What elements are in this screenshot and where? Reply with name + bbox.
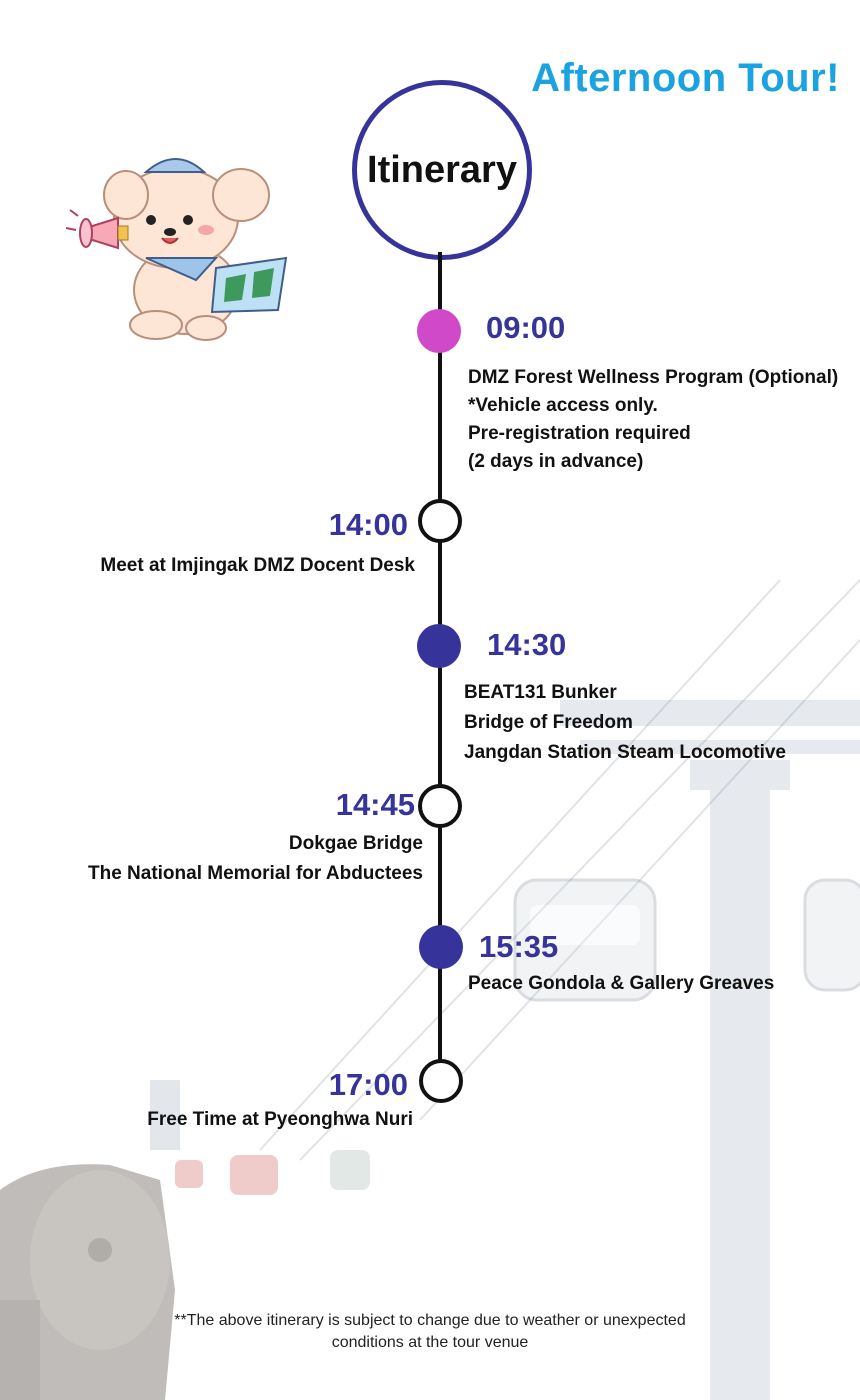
stop-1700-description: Free Time at Pyeonghwa Nuri	[147, 1106, 413, 1134]
time-1445: 14:45	[335, 787, 415, 822]
stop-0900-line-3: Pre-registration required	[468, 423, 691, 444]
footnote-line-1: **The above itinerary is subject to chan…	[174, 1312, 686, 1329]
stop-1445-line-1: Dokgae Bridge	[288, 833, 423, 854]
timeline-marker-1445	[418, 784, 462, 828]
time-0900: 09:00	[486, 310, 566, 345]
timeline-marker-1700	[419, 1059, 463, 1103]
stop-0900-description: DMZ Forest Wellness Program (Optional) *…	[468, 364, 838, 476]
page-title: Afternoon Tour!	[531, 56, 840, 100]
stop-0900-line-1: DMZ Forest Wellness Program (Optional)	[468, 367, 839, 388]
stop-1430-line-3: Jangdan Station Steam Locomotive	[464, 742, 786, 763]
time-1430: 14:30	[487, 627, 567, 662]
stop-1445-description: Dokgae Bridge The National Memorial for …	[88, 829, 423, 889]
stop-1430-description: BEAT131 Bunker Bridge of Freedom Jangdan…	[464, 678, 786, 768]
itinerary-heading-circle: Itinerary	[352, 80, 532, 260]
timeline-marker-1430	[417, 624, 461, 668]
dog-mascot-icon	[66, 158, 288, 341]
itinerary-heading: Itinerary	[367, 148, 517, 191]
stop-1400-line-1: Meet at Imjingak DMZ Docent Desk	[100, 555, 415, 576]
timeline-marker-0900	[417, 309, 461, 353]
footnote: **The above itinerary is subject to chan…	[130, 1310, 730, 1354]
time-1700: 17:00	[328, 1067, 408, 1102]
footnote-line-2: conditions at the tour venue	[331, 1334, 529, 1351]
time-1400: 14:00	[328, 507, 408, 542]
stop-0900-line-4: (2 days in advance)	[468, 451, 644, 472]
stop-0900-line-2: *Vehicle access only.	[468, 395, 658, 416]
stop-1445-line-2: The National Memorial for Abductees	[87, 863, 423, 884]
stop-1535-description: Peace Gondola & Gallery Greaves	[468, 970, 774, 998]
stop-1400-description: Meet at Imjingak DMZ Docent Desk	[100, 552, 415, 580]
stop-1430-line-2: Bridge of Freedom	[464, 712, 633, 733]
stop-1430-line-1: BEAT131 Bunker	[464, 682, 617, 703]
stop-1700-line-1: Free Time at Pyeonghwa Nuri	[147, 1109, 413, 1130]
timeline-line	[438, 252, 442, 1088]
stop-1535-line-1: Peace Gondola & Gallery Greaves	[468, 973, 775, 994]
timeline-marker-1535	[419, 925, 463, 969]
time-1535: 15:35	[479, 929, 559, 964]
timeline-marker-1400	[418, 499, 462, 543]
